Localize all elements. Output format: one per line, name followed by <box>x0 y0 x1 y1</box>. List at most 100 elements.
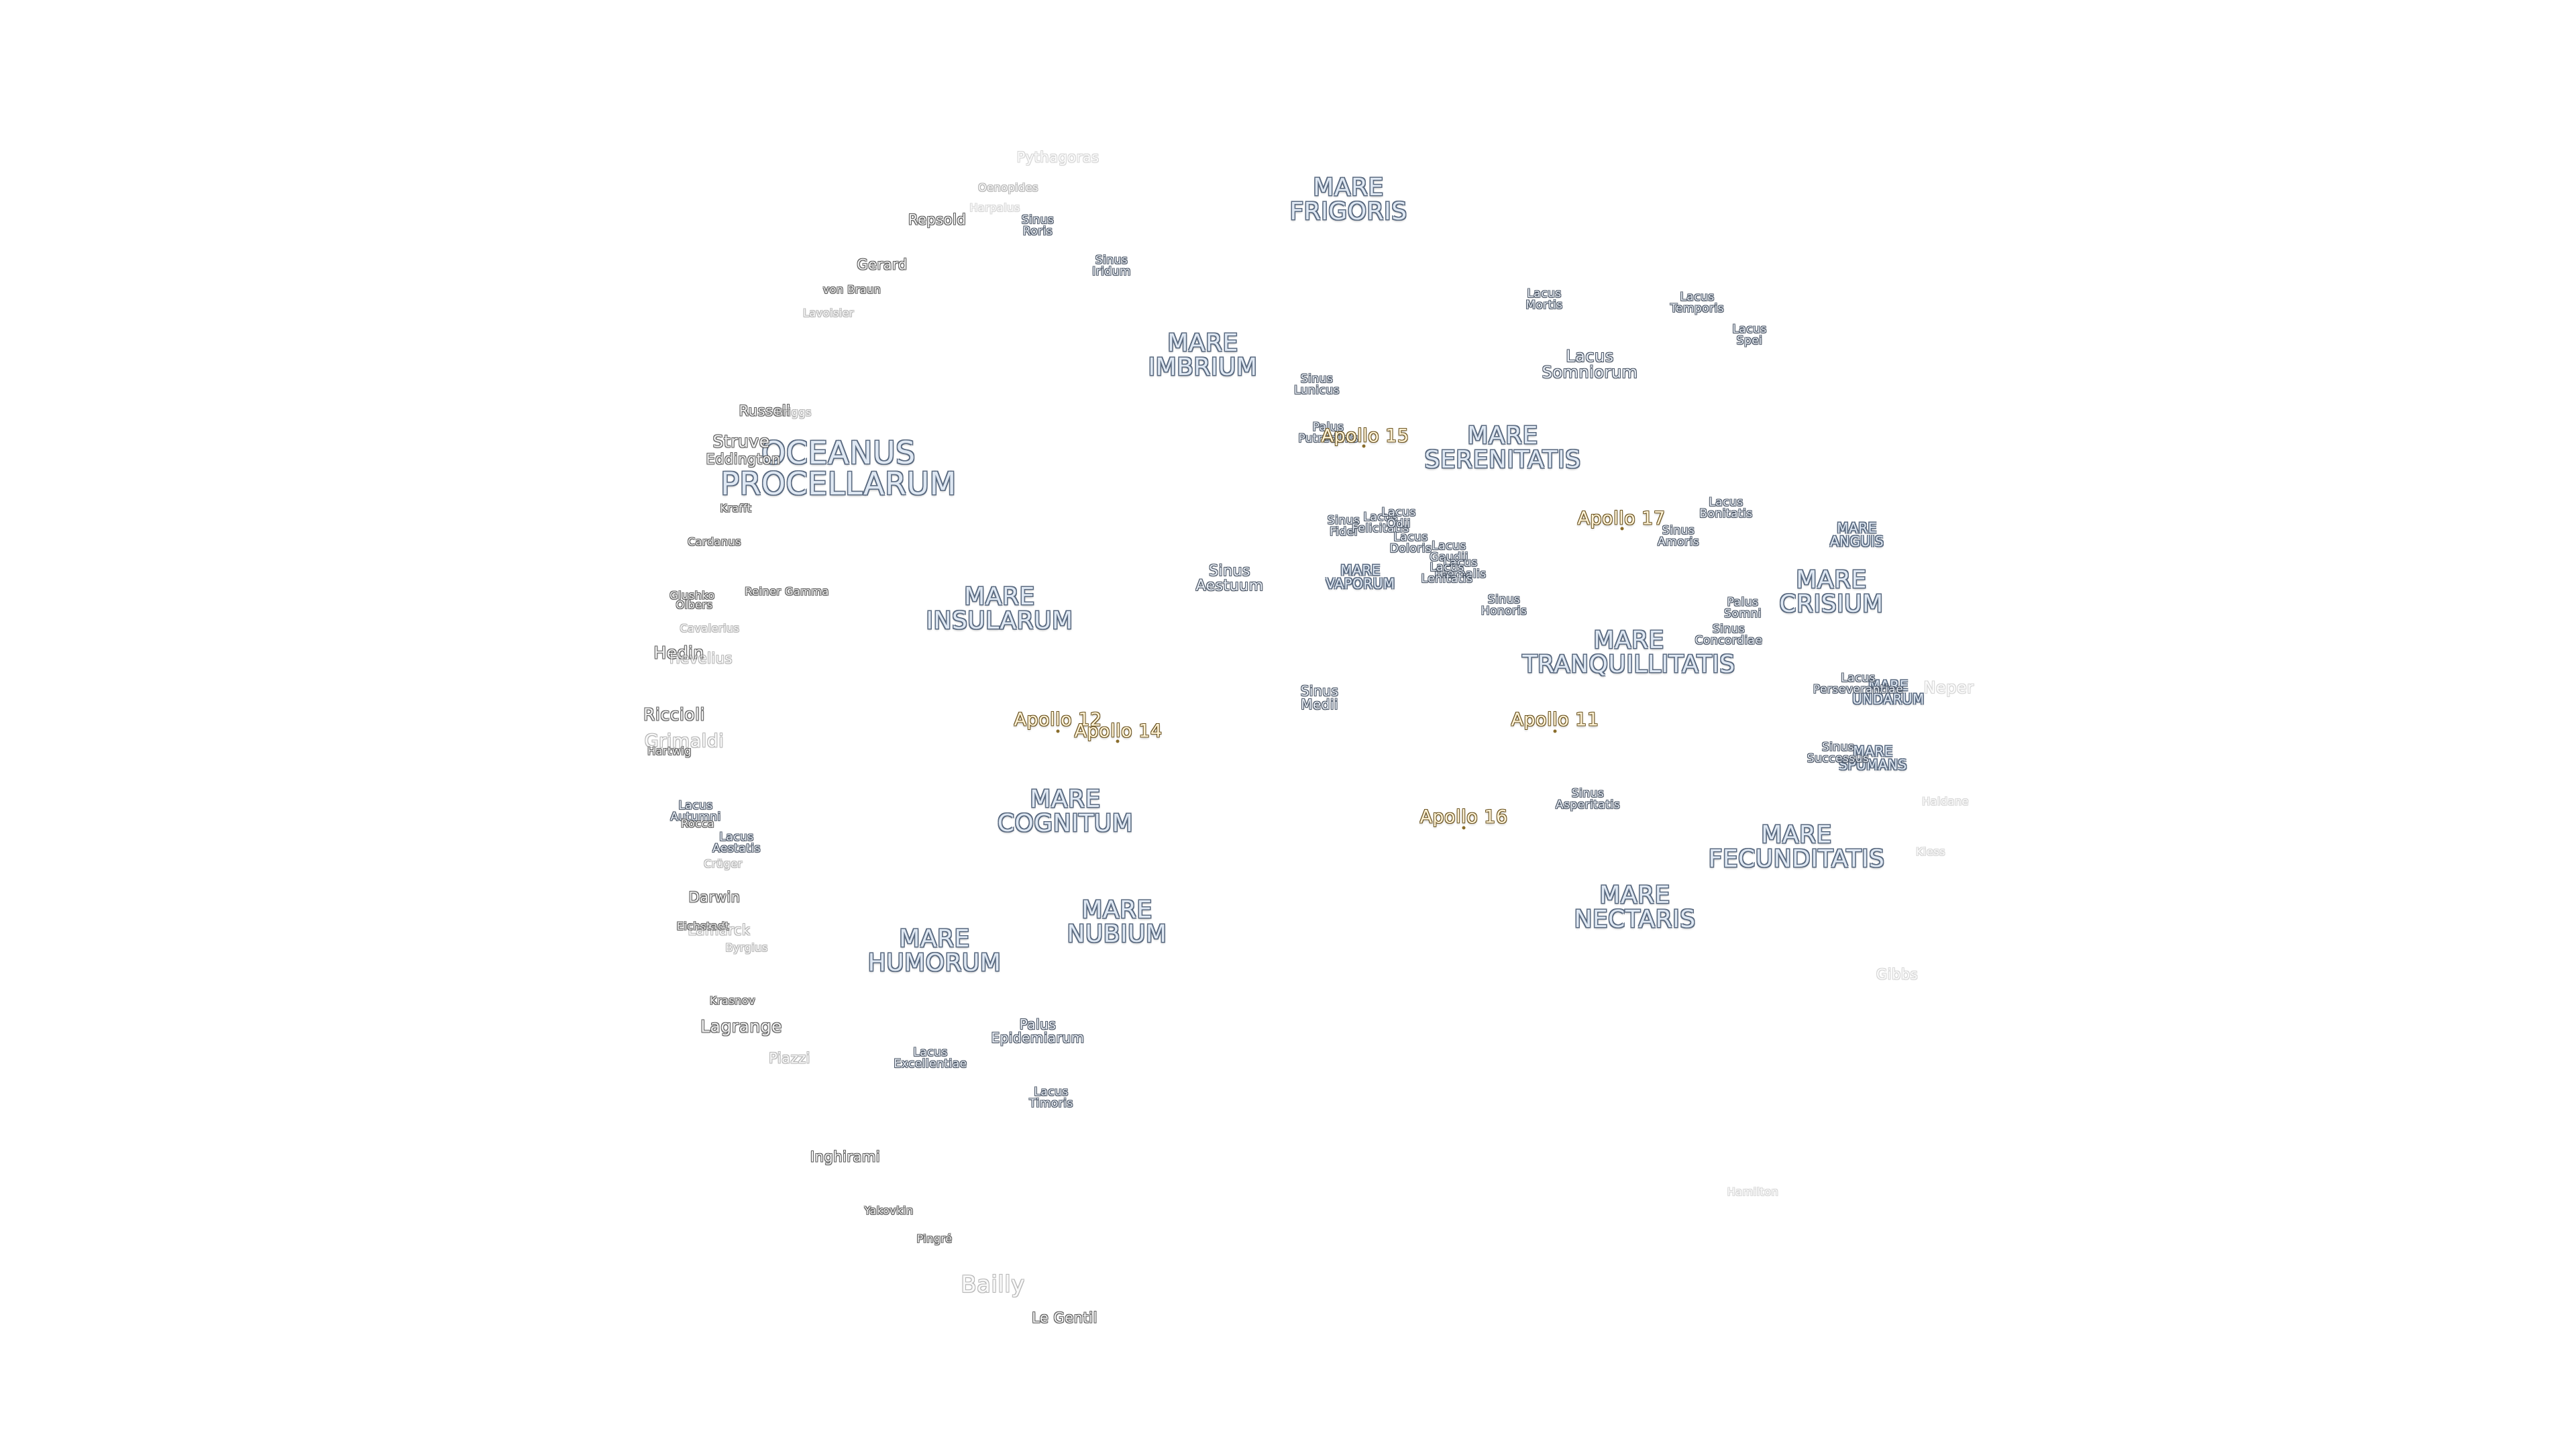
label-lacus-temporis: Lacus Temporis <box>1670 290 1725 315</box>
label-crater-harpalus: Harpalus <box>969 201 1020 214</box>
label-sinus-honoris: Sinus Honoris <box>1481 593 1527 618</box>
label-lacus-somniorum: Lacus Somniorum <box>1542 347 1638 382</box>
label-sinus-amoris: Sinus Amoris <box>1657 524 1700 549</box>
apollo-15-marker <box>1362 444 1366 448</box>
label-lacus-perseverantiae: Lacus Perseverantiae <box>1813 672 1904 696</box>
label-sinus-successus: Sinus Successus <box>1807 741 1870 765</box>
label-mare-anguis: MARE ANGUIS <box>1829 520 1884 549</box>
label-crater-haldane: Haldane <box>1922 795 1969 808</box>
label-lacus-excellentiae: Lacus Excellentiae <box>894 1046 967 1071</box>
label-lacus-bonitatis: Lacus Bonitatis <box>1699 496 1753 521</box>
label-sinus-roris: Sinus Roris <box>1021 213 1055 238</box>
label-crater-neper: Neper <box>1923 678 1974 697</box>
label-crater-glushko: Glushko <box>669 589 715 602</box>
label-crater-cruger: Crüger <box>704 857 743 870</box>
label-crater-von-braun: von Braun <box>822 283 881 296</box>
label-palus-epidemiarum: Palus Epidemiarum <box>991 1016 1085 1046</box>
label-crater-hamilton: Hamilton <box>1727 1185 1779 1198</box>
label-crater-struve: Struve <box>712 431 770 451</box>
label-sinus-iridum: Sinus Iridum <box>1092 254 1131 278</box>
label-crater-lamarck: Lamarck <box>688 922 751 938</box>
label-crater-gerard: Gerard <box>857 256 908 273</box>
label-crater-riccioli: Riccioli <box>643 704 705 724</box>
label-crater-reiner-gamma: Reiner Gamma <box>745 585 829 598</box>
label-mare-undarum: MARE UNDARUM <box>1852 678 1925 707</box>
label-apollo-12: Apollo 12 <box>1014 709 1102 731</box>
label-sinus-aestuum: Sinus Aestuum <box>1195 563 1264 594</box>
label-crater-oenopides: Oenopides <box>978 181 1038 194</box>
label-crater-lagrange: Lagrange <box>700 1016 782 1036</box>
label-sinus-fidei: Sinus Fidei <box>1327 514 1360 539</box>
label-crater-grimaldi: Grimaldi <box>644 731 724 752</box>
label-crater-bailly: Bailly <box>961 1271 1025 1298</box>
label-mare-nectaris: MARE NECTARIS <box>1574 881 1696 933</box>
label-apollo-11: Apollo 11 <box>1511 709 1599 731</box>
apollo-12-marker <box>1056 729 1060 733</box>
label-crater-eddington: Eddington <box>706 451 781 468</box>
label-crater-yakovkin: Yakovkin <box>864 1204 914 1217</box>
label-sinus-concordiae: Sinus Concordiae <box>1695 623 1763 647</box>
apollo-11-marker <box>1553 729 1557 733</box>
label-mare-humorum: MARE HUMORUM <box>867 925 1002 977</box>
label-oceanus-procellarum: OCEANUS PROCELLARUM <box>720 435 957 502</box>
label-mare-crisium: MARE CRISIUM <box>1779 566 1884 618</box>
label-crater-le-gentil: Le Gentil <box>1032 1309 1097 1326</box>
label-crater-lavoisier: Lavoisier <box>802 307 855 319</box>
apollo-17-marker <box>1620 527 1624 531</box>
label-lacus-doloris: Lacus Doloris <box>1389 531 1432 555</box>
label-crater-cavalerius: Cavalerius <box>680 622 740 635</box>
label-crater-briggs: Briggs <box>775 406 812 419</box>
label-lacus-felicitatis: Lacus Felicitatis <box>1352 511 1409 535</box>
label-lacus-gaudii: Lacus Gaudii <box>1430 539 1468 564</box>
label-lacus-lenitatis: Lacus Lenitatis <box>1421 561 1473 586</box>
label-mare-tranquillitatis: MARE TRANQUILLITATIS <box>1522 627 1735 678</box>
label-lacus-timoris: Lacus Timoris <box>1029 1085 1073 1110</box>
label-mare-frigoris: MARE FRIGORIS <box>1289 174 1407 225</box>
label-lacus-autumni: Lacus Autumni <box>670 799 721 824</box>
label-crater-krafft: Krafft <box>720 502 752 515</box>
label-mare-insularum: MARE INSULARUM <box>926 583 1073 635</box>
label-crater-pingre: Pingré <box>916 1232 953 1245</box>
label-crater-olbers: Olbers <box>676 598 713 611</box>
label-crater-cardanus: Cardanus <box>688 535 741 548</box>
label-crater-repsold: Repsold <box>908 211 967 228</box>
label-lacus-spei: Lacus Spei <box>1732 323 1767 347</box>
label-crater-inghirami: Inghirami <box>810 1148 881 1165</box>
apollo-16-marker <box>1462 826 1466 830</box>
label-lacus-hiemalis: Lacus Hiemalis <box>1434 556 1487 581</box>
label-crater-hedin: Hedin <box>653 643 704 663</box>
label-palus-putredinis: Palus Putredinis <box>1298 421 1358 445</box>
label-apollo-14: Apollo 14 <box>1074 720 1163 742</box>
label-mare-vaporum: MARE VAPORUM <box>1326 562 1395 592</box>
label-sinus-medii: Sinus Medii <box>1300 683 1339 712</box>
apollo-14-marker <box>1116 739 1120 743</box>
label-sinus-asperitatis: Sinus Asperitatis <box>1555 787 1621 812</box>
label-crater-rocca: Rocca <box>680 817 715 830</box>
label-crater-krasnov: Krasnov <box>709 994 756 1007</box>
label-crater-pythagoras: Pythagoras <box>1016 149 1099 166</box>
label-mare-fecunditatis: MARE FECUNDITATIS <box>1708 821 1885 873</box>
label-mare-imbrium: MARE IMBRIUM <box>1148 329 1258 381</box>
label-apollo-16: Apollo 16 <box>1419 806 1508 828</box>
label-mare-cognitum: MARE COGNITUM <box>997 786 1134 837</box>
label-crater-hartwig: Hartwig <box>647 745 692 757</box>
label-mare-serenitatis: MARE SERENITATIS <box>1424 422 1581 474</box>
label-palus-somni: Palus Somni <box>1724 596 1762 621</box>
label-mare-nubium: MARE NUBIUM <box>1067 896 1167 948</box>
label-crater-byrgius: Byrgius <box>725 941 768 954</box>
label-crater-piazzi: Piazzi <box>769 1050 810 1067</box>
label-crater-hevelius: Hevelius <box>669 650 733 667</box>
label-apollo-17: Apollo 17 <box>1577 508 1666 529</box>
label-crater-eichstadt: Eichstadt <box>676 920 730 932</box>
label-crater-kiess: Kiess <box>1916 845 1945 858</box>
label-lacus-mortis: Lacus Mortis <box>1525 287 1563 312</box>
label-sinus-lunicus: Sinus Lunicus <box>1294 372 1340 397</box>
label-crater-gibbs: Gibbs <box>1876 966 1919 983</box>
label-mare-spumans: MARE SPUMANS <box>1839 743 1907 773</box>
label-apollo-15: Apollo 15 <box>1321 425 1409 447</box>
label-lacus-odii: Lacus Odii <box>1381 506 1416 531</box>
label-lacus-aestatis: Lacus Aestatis <box>712 830 761 855</box>
label-crater-darwin: Darwin <box>688 889 741 906</box>
label-crater-russell: Russell <box>739 402 791 419</box>
